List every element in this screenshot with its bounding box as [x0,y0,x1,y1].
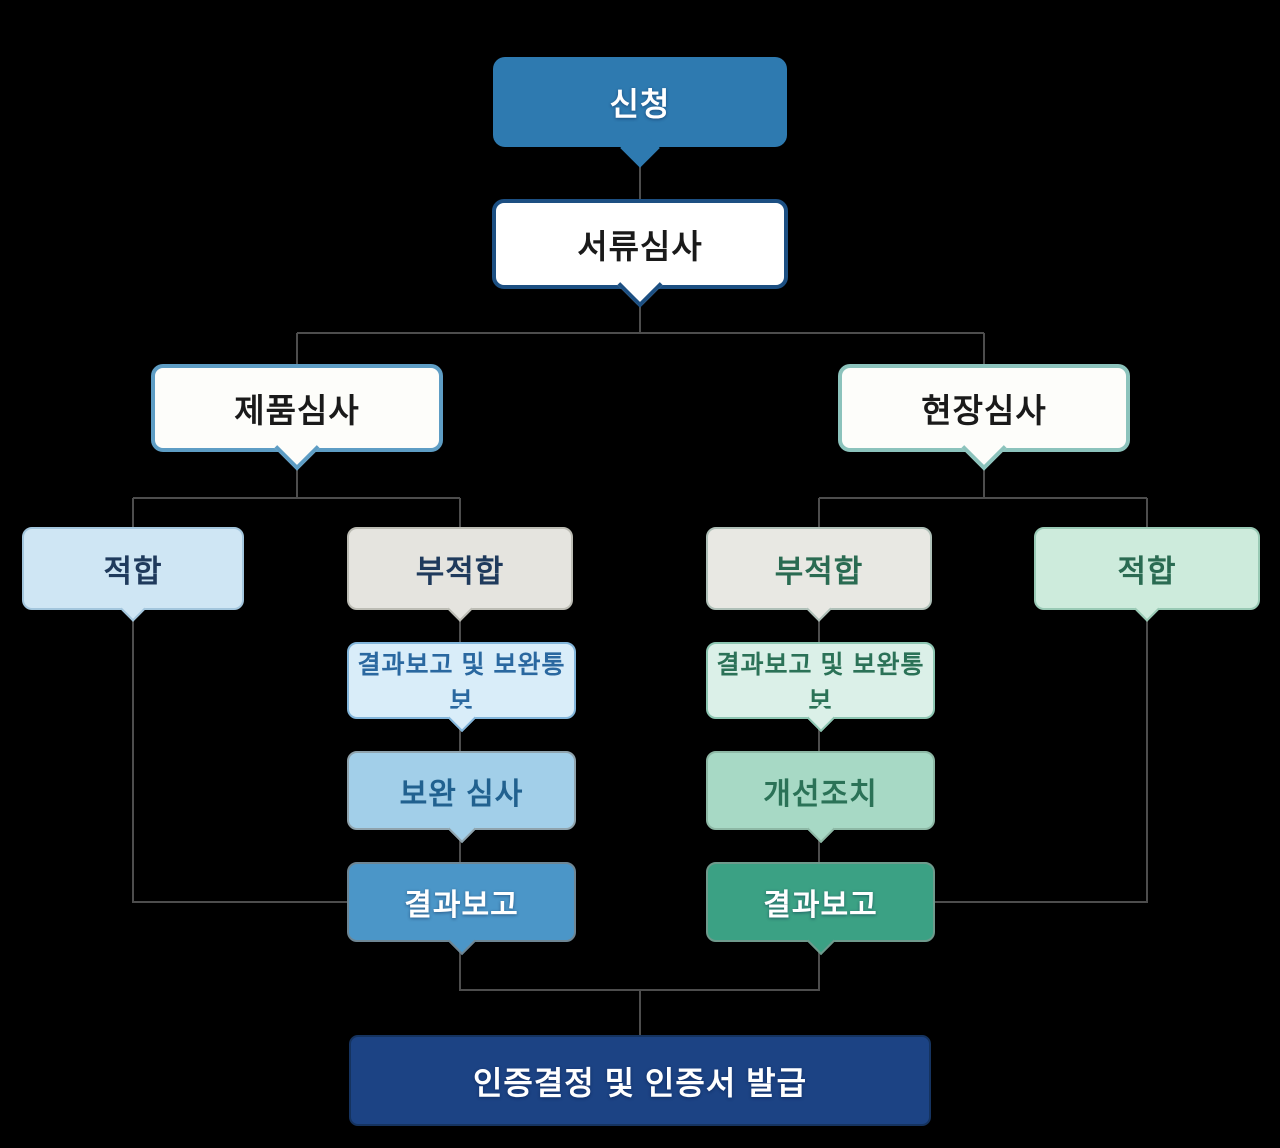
node-certification-decision: 인증결정 및 인증서 발급 [349,1035,931,1126]
node-site-result-report-label: 결과보고 [763,889,878,922]
node-improvement-action: 개선조치 [706,751,935,844]
node-site-pass: 적합 [1034,527,1260,622]
node-site-report-notice-label: 결과보고 및 보완통보 [716,650,925,715]
node-product-report-notice-label: 결과보고 및 보완통보 [357,650,566,715]
node-site-fail: 부적합 [706,527,932,622]
node-apply-label: 신청 [609,86,671,122]
node-improvement-action-label: 개선조치 [763,777,878,811]
node-site-review-label: 현장심사 [921,392,1047,429]
node-product-pass: 적합 [22,527,244,622]
node-product-review-label: 제품심사 [234,392,360,429]
node-site-fail-label: 부적합 [774,554,864,589]
node-site-report-notice: 결과보고 및 보완통보 [706,642,935,733]
node-product-result-report-label: 결과보고 [404,889,519,922]
node-supplement-review-label: 보완 심사 [399,777,524,811]
node-supplement-review: 보완 심사 [347,751,576,844]
node-product-fail-label: 부적합 [415,554,505,589]
node-product-review: 제품심사 [151,364,443,471]
node-document-review: 서류심사 [492,199,788,308]
node-site-result-report: 결과보고 [706,862,935,956]
node-product-pass-label: 적합 [103,554,163,589]
node-site-review: 현장심사 [838,364,1130,471]
node-product-result-report: 결과보고 [347,862,576,956]
node-apply: 신청 [493,57,787,168]
node-product-fail: 부적합 [347,527,573,622]
node-document-review-label: 서류심사 [577,228,703,265]
node-product-report-notice: 결과보고 및 보완통보 [347,642,576,733]
node-site-pass-label: 적합 [1117,554,1177,589]
node-certification-decision-label: 인증결정 및 인증서 발급 [472,1064,808,1101]
